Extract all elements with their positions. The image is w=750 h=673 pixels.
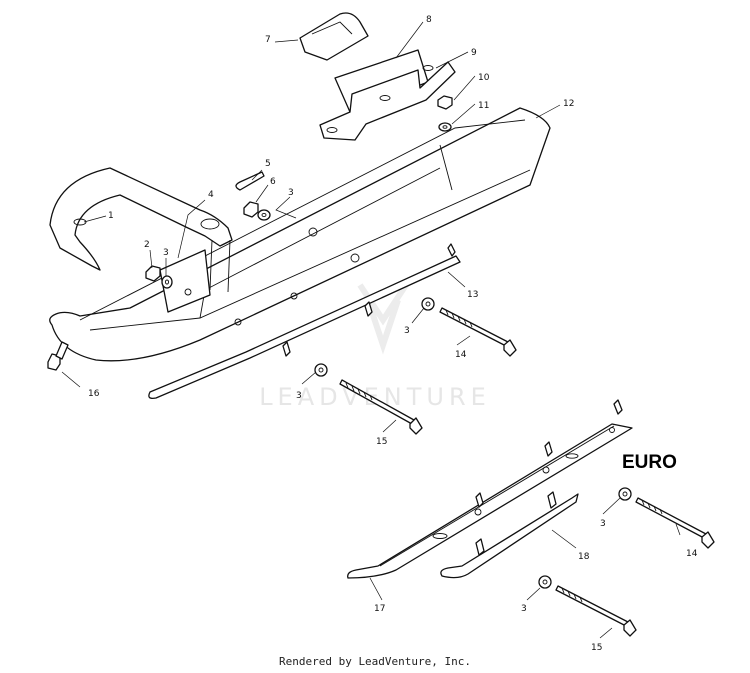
part-15-bolt[interactable] — [339, 379, 423, 435]
callout-3-euro-lower: 3 — [521, 604, 527, 614]
watermark-text: LEADVENTURE — [259, 383, 491, 411]
callout-10: 10 — [478, 73, 490, 83]
part-1-ski-loop[interactable] — [49, 167, 233, 293]
callout-3-euro-upper: 3 — [600, 519, 606, 529]
part-15-bolt-euro[interactable] — [555, 585, 637, 637]
euro-section-label: EURO — [622, 452, 677, 473]
callout-2: 2 — [144, 240, 150, 250]
part-9-saddle-bracket[interactable] — [319, 61, 456, 141]
part-12-ski-body[interactable] — [49, 107, 551, 362]
part-11-washer[interactable] — [438, 122, 452, 132]
part-5-cotter-pin[interactable] — [235, 171, 265, 191]
part-14-bolt[interactable] — [439, 307, 517, 357]
callout-14: 14 — [455, 350, 467, 360]
callout-3-lower: 3 — [296, 391, 302, 401]
part-2-nut[interactable] — [145, 265, 161, 282]
part-3-washer-euro-lower[interactable] — [538, 575, 552, 589]
part-10-nut[interactable] — [437, 95, 453, 110]
callout-16: 16 — [88, 389, 100, 399]
part-6-castle-nut[interactable] — [243, 201, 259, 218]
part-7-bumper-pad[interactable] — [299, 12, 369, 61]
callout-17: 17 — [374, 604, 385, 614]
part-14-bolt-euro[interactable] — [635, 497, 715, 549]
watermark: LEADVENTURE — [259, 283, 491, 411]
callout-18: 18 — [578, 552, 590, 562]
part-4-spindle-bracket[interactable] — [159, 249, 211, 313]
callout-labels: 1 2 3 3 3 3 3 3 4 5 6 7 8 9 10 11 12 13 … — [88, 15, 698, 653]
part-3-washer-middle[interactable] — [421, 297, 435, 311]
leader-lines — [61, 21, 681, 639]
callout-13: 13 — [467, 290, 478, 300]
callout-3-middle: 3 — [404, 326, 410, 336]
callout-3-upper: 3 — [288, 188, 294, 198]
part-3-washer-left[interactable] — [161, 275, 173, 289]
callout-5: 5 — [265, 159, 271, 169]
callout-8: 8 — [426, 15, 432, 25]
footer-credit: Rendered by LeadVenture, Inc. — [278, 655, 472, 668]
part-18-euro-wear-bar-short[interactable] — [440, 491, 579, 579]
callout-15-euro: 15 — [591, 643, 602, 653]
callout-3-left: 3 — [163, 248, 169, 258]
part-16-bolt[interactable] — [47, 341, 69, 371]
callout-4: 4 — [208, 190, 214, 200]
callout-1: 1 — [108, 211, 114, 221]
part-13-wear-bar[interactable] — [148, 243, 461, 400]
part-17-euro-wear-bar-long[interactable] — [347, 399, 633, 579]
callout-9: 9 — [471, 48, 477, 58]
callout-6: 6 — [270, 177, 276, 187]
callout-14-euro: 14 — [686, 549, 698, 559]
callout-15: 15 — [376, 437, 387, 447]
callout-7: 7 — [265, 35, 271, 45]
part-3-washer-euro-upper[interactable] — [618, 487, 632, 501]
callout-11: 11 — [478, 101, 489, 111]
callout-12: 12 — [563, 99, 574, 109]
part-3-washer-upper[interactable] — [257, 209, 271, 221]
part-3-washer-lower[interactable] — [314, 363, 328, 377]
